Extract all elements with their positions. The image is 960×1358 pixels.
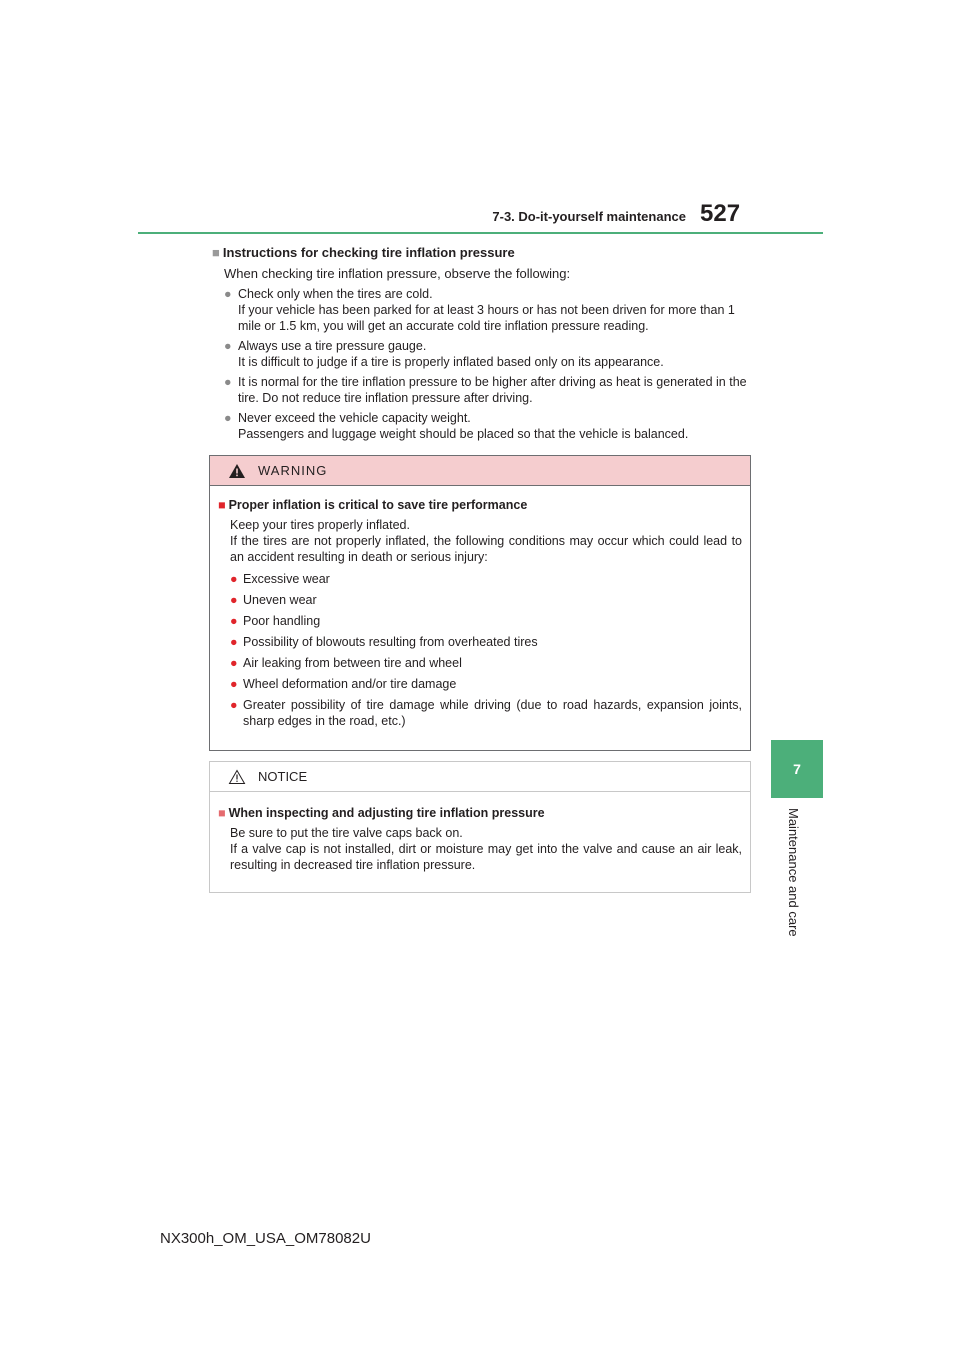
warning-list-item: ● Poor handling bbox=[230, 613, 742, 629]
notice-body: ■When inspecting and adjusting tire infl… bbox=[210, 792, 750, 873]
header-rule bbox=[138, 232, 823, 234]
list-item-body: It is difficult to judge if a tire is pr… bbox=[238, 355, 664, 369]
warning-text-line: Keep your tires properly inflated. bbox=[230, 518, 410, 532]
warning-body: ■Proper inflation is critical to save ti… bbox=[210, 486, 750, 729]
bullet-icon: ● bbox=[230, 677, 238, 691]
notice-label: NOTICE bbox=[258, 769, 308, 784]
warning-list-item: ● Uneven wear bbox=[230, 592, 742, 608]
bullet-icon: ● bbox=[230, 635, 238, 649]
warning-box: WARNING ■Proper inflation is critical to… bbox=[209, 455, 751, 751]
warning-label: WARNING bbox=[258, 463, 328, 478]
chapter-tab: 7 bbox=[771, 740, 823, 798]
warning-subtitle-text: Proper inflation is critical to save tir… bbox=[228, 498, 528, 512]
warning-list-item-text: Possibility of blowouts resulting from o… bbox=[243, 635, 538, 649]
warning-list-item-text: Greater possibility of tire damage while… bbox=[243, 698, 742, 728]
warning-header: WARNING bbox=[210, 456, 750, 486]
list-item: ● It is normal for the tire inflation pre… bbox=[224, 374, 752, 406]
footer-doc-id: NX300h_OM_USA_OM78082U bbox=[160, 1230, 371, 1247]
caution-triangle-icon bbox=[228, 768, 246, 784]
warning-list-item: ● Possibility of blowouts resulting from … bbox=[230, 634, 742, 650]
notice-subtitle: ■When inspecting and adjusting tire infl… bbox=[218, 806, 742, 820]
bullet-icon: ● bbox=[224, 339, 232, 353]
warning-triangle-icon bbox=[229, 463, 245, 478]
warning-list-item-text: Wheel deformation and/or tire damage bbox=[243, 677, 457, 691]
instruction-list: ● Check only when the tires are cold. If y… bbox=[224, 286, 752, 446]
warning-list-item-text: Poor handling bbox=[243, 614, 321, 628]
warning-list-item-text: Air leaking from between tire and wheel bbox=[243, 656, 462, 670]
warning-list-item: ● Air leaking from between tire and wheel bbox=[230, 655, 742, 671]
warning-list-item: ● Excessive wear bbox=[230, 571, 742, 587]
bullet-icon: ● bbox=[230, 698, 238, 712]
warning-list: ● Excessive wear ● Uneven wear ● Poor handl… bbox=[218, 571, 742, 729]
list-item-head: Check only when the tires are cold. bbox=[238, 287, 433, 301]
notice-text-line: If a valve cap is not installed, dirt or… bbox=[230, 842, 742, 872]
square-bullet-icon: ■ bbox=[218, 806, 226, 820]
list-item-body: If your vehicle has been parked for at l… bbox=[238, 303, 735, 333]
square-bullet-icon: ■ bbox=[218, 498, 226, 512]
header-section-title: 7-3. Do-it-yourself maintenance bbox=[492, 209, 686, 224]
warning-list-item: ● Wheel deformation and/or tire damage bbox=[230, 676, 742, 692]
bullet-icon: ● bbox=[230, 593, 238, 607]
notice-subtitle-text: When inspecting and adjusting tire infla… bbox=[228, 806, 545, 820]
list-item-head: It is normal for the tire inflation pres… bbox=[238, 375, 747, 405]
notice-box: NOTICE ■When inspecting and adjusting ti… bbox=[209, 761, 751, 893]
warning-list-item: ● Greater possibility of tire damage whil… bbox=[230, 697, 742, 729]
bullet-icon: ● bbox=[230, 656, 238, 670]
page-number: 527 bbox=[700, 200, 741, 227]
bullet-icon: ● bbox=[224, 375, 232, 389]
bullet-icon: ● bbox=[224, 287, 232, 301]
notice-text-line: Be sure to put the tire valve caps back … bbox=[230, 826, 463, 840]
list-item: ● Never exceed the vehicle capacity weigh… bbox=[224, 410, 752, 442]
list-item-head: Always use a tire pressure gauge. bbox=[238, 339, 427, 353]
warning-text-line: If the tires are not properly inflated, … bbox=[230, 534, 742, 564]
list-item-body: Passengers and luggage weight should be … bbox=[238, 427, 689, 441]
list-item: ● Always use a tire pressure gauge. It is … bbox=[224, 338, 752, 370]
section-heading: ■Instructions for checking tire inflatio… bbox=[212, 245, 515, 260]
list-item: ● Check only when the tires are cold. If y… bbox=[224, 286, 752, 334]
bullet-icon: ● bbox=[230, 614, 238, 628]
intro-text: When checking tire inflation pressure, o… bbox=[224, 266, 571, 281]
warning-list-item-text: Excessive wear bbox=[243, 572, 330, 586]
section-heading-text: Instructions for checking tire inflation… bbox=[222, 245, 515, 260]
bullet-icon: ● bbox=[230, 572, 238, 586]
chapter-title: Maintenance and care bbox=[786, 808, 801, 937]
warning-list-item-text: Uneven wear bbox=[243, 593, 317, 607]
square-bullet-icon: ■ bbox=[212, 245, 220, 260]
notice-header: NOTICE bbox=[210, 762, 750, 792]
bullet-icon: ● bbox=[224, 411, 232, 425]
warning-text: Keep your tires properly inflated. If the… bbox=[218, 517, 742, 565]
list-item-head: Never exceed the vehicle capacity weight… bbox=[238, 411, 471, 425]
notice-text: Be sure to put the tire valve caps back … bbox=[218, 825, 742, 873]
chapter-number: 7 bbox=[793, 761, 801, 777]
warning-subtitle: ■Proper inflation is critical to save ti… bbox=[218, 498, 742, 512]
